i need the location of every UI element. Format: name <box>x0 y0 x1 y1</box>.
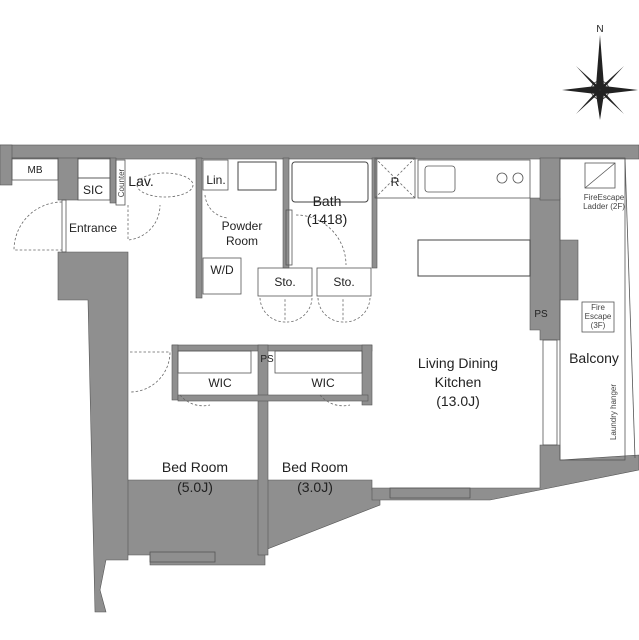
label-storage-1: Sto. <box>274 275 295 289</box>
label-mb: MB <box>28 165 43 176</box>
label-fire-escape-ladder: FireEscape <box>584 193 625 202</box>
label-powder-room: Powder <box>222 219 263 233</box>
label-counter: Counter <box>117 168 126 197</box>
room-labels: MB SIC Counter Lav. Entrance Lin. Powder… <box>28 165 626 495</box>
label-laundry-hanger: Laundry hanger <box>609 384 618 440</box>
label-ldk: Living Dining <box>418 355 498 371</box>
label-ps-2: PS <box>534 309 548 320</box>
label-balcony: Balcony <box>569 350 619 366</box>
label-fire-escape-3: (3F) <box>591 321 606 330</box>
label-bedroom-1: Bed Room <box>162 459 228 475</box>
label-ldk-2: Kitchen <box>435 374 482 390</box>
label-bedroom-2-size: (3.0J) <box>297 479 333 495</box>
label-linen: Lin. <box>206 173 225 187</box>
label-bedroom-2: Bed Room <box>282 459 348 475</box>
label-wic-1: WIC <box>208 376 232 390</box>
label-sic: SIC <box>83 183 103 197</box>
label-wic-2: WIC <box>311 376 335 390</box>
label-ldk-size: (13.0J) <box>436 393 480 409</box>
label-ps-1: PS <box>260 354 274 365</box>
label-powder-room-2: Room <box>226 234 258 248</box>
label-washer-dryer: W/D <box>210 263 234 277</box>
label-entrance: Entrance <box>69 221 117 235</box>
compass-icon <box>562 35 638 120</box>
label-lav: Lav. <box>128 173 153 189</box>
fixtures <box>11 157 636 563</box>
label-bath: Bath <box>313 193 342 209</box>
label-fire-escape-ladder-2: Ladder (2F) <box>583 202 625 211</box>
label-fire-escape-2: Escape <box>585 312 612 321</box>
door-swings <box>13 194 371 407</box>
label-refrigerator: R <box>391 175 400 189</box>
label-bedroom-1-size: (5.0J) <box>177 479 213 495</box>
label-storage-2: Sto. <box>333 275 354 289</box>
compass-north-label: N <box>596 24 603 35</box>
label-fire-escape: Fire <box>591 303 605 312</box>
label-bath-size: (1418) <box>307 211 347 227</box>
